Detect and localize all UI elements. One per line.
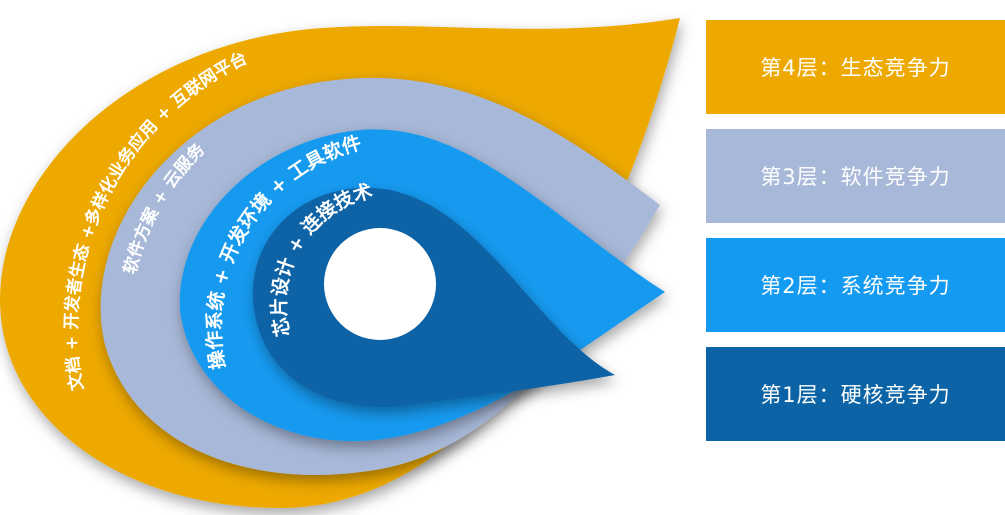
layer-4-label: 第4层：生态竞争力 [760,56,951,80]
competitiveness-diagram: 文档 + 开发者生态 +多样化业务应用 + 互联网平台 软件方案 + 云服务 操… [0,18,680,509]
layer-1-box: 第1层：硬核竞争力 [706,347,1005,441]
layer-1-label: 第1层：硬核竞争力 [760,383,951,407]
layer-3-label: 第3层：软件竞争力 [760,165,951,189]
layer-2-label: 第2层：系统竞争力 [760,274,951,298]
layer-4-box: 第4层：生态竞争力 [706,20,1005,114]
layer-3-box: 第3层：软件竞争力 [706,129,1005,223]
layer-2-box: 第2层：系统竞争力 [706,238,1005,332]
center-hole [324,228,436,340]
